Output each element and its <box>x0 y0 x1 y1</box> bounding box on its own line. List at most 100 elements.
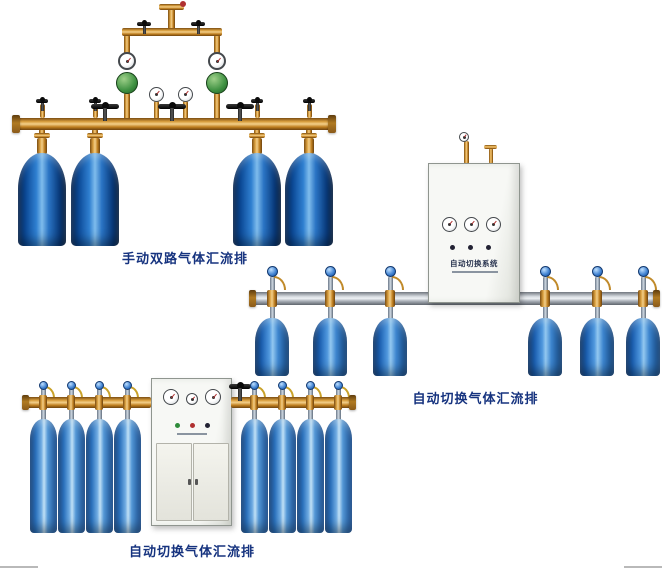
pipe-end-cap <box>249 290 256 307</box>
pipe-end-cap <box>328 115 336 133</box>
pigtail-hose <box>312 386 322 398</box>
manifold-pipe <box>231 397 352 408</box>
pipe-end-cap <box>349 395 356 410</box>
gas-cylinder <box>29 419 57 533</box>
cylinder-valve-knob <box>333 381 343 390</box>
cylinder-valve-knob <box>591 266 603 277</box>
cylinder-valve <box>249 133 265 138</box>
cabinet-door <box>156 443 192 521</box>
pigtail-hose <box>73 386 83 398</box>
gas-cylinder <box>313 318 347 376</box>
gauge-stem <box>154 101 159 119</box>
door-handle <box>195 479 198 485</box>
gas-cylinder <box>296 419 324 533</box>
gas-cylinder <box>626 318 660 376</box>
pipe-fitting <box>638 290 648 307</box>
cylinder-valve-stem <box>254 104 260 118</box>
gauge-stem <box>183 101 188 119</box>
gas-cylinder <box>268 419 296 533</box>
valve-handwheel <box>137 20 151 34</box>
pressure-gauge <box>118 52 136 70</box>
cylinder-valve <box>87 133 103 138</box>
cylinder-valve-knob <box>94 381 104 390</box>
cylinder-valve-knob <box>277 381 287 390</box>
pigtail-hose <box>599 276 611 290</box>
gas-cylinder <box>71 153 119 246</box>
cabinet-label: 自动切换系统 <box>450 259 498 268</box>
pipe-fitting <box>592 290 602 307</box>
pigtail-hose <box>645 276 657 290</box>
pigtail-hose <box>332 276 344 290</box>
cylinder-valve-knob <box>266 266 278 277</box>
pressure-gauge <box>178 87 193 102</box>
right-riser-pipe <box>214 35 220 67</box>
pipe-fitting <box>250 395 258 410</box>
gas-regulator <box>116 72 138 94</box>
gas-cylinder <box>113 419 141 533</box>
pigtail-hose <box>340 386 350 398</box>
cylinder-valve-knob <box>384 266 396 277</box>
gas-cylinder <box>580 318 614 376</box>
pipe-fitting <box>123 395 131 410</box>
shutoff-handwheel <box>91 102 119 121</box>
pigtail-hose <box>101 386 111 398</box>
pipe-fitting <box>67 395 75 410</box>
shutoff-handwheel <box>229 382 251 401</box>
pipe-fitting <box>306 395 314 410</box>
pressure-gauge <box>459 132 469 142</box>
pipe-fitting <box>325 290 335 307</box>
indicator-light <box>175 423 180 428</box>
cylinder-valve <box>34 133 50 138</box>
indicator-light <box>190 423 195 428</box>
gas-cylinder <box>373 318 407 376</box>
control-cabinet: 自动切换系统 <box>428 163 520 303</box>
manifold-pipe <box>25 397 151 408</box>
indicator-light <box>468 245 473 250</box>
cylinder-neck <box>37 138 47 154</box>
shutoff-handwheel <box>158 102 186 121</box>
cylinder-neck <box>304 138 314 154</box>
pipe-end-cap <box>12 115 20 133</box>
pipe-fitting <box>334 395 342 410</box>
cabinet-inlet-pipe <box>489 148 493 164</box>
cabinet-sublabel-line <box>177 433 207 435</box>
pigtail-hose <box>45 386 55 398</box>
cylinder-valve-knob <box>637 266 649 277</box>
indicator-light <box>205 423 210 428</box>
cylinder-valve-stem <box>92 104 98 118</box>
top-valve-knob <box>180 1 186 7</box>
cabinet-sublabel-line <box>452 271 498 273</box>
gas-cylinder <box>324 419 352 533</box>
pigtail-hose <box>284 386 294 398</box>
caption-auto-switch-manifold-2: 自动切换气体汇流排 <box>128 544 255 559</box>
table-border-fragment <box>624 566 662 568</box>
caption-auto-switch-manifold: 自动切换气体汇流排 <box>412 391 539 406</box>
pigtail-hose <box>256 386 266 398</box>
pressure-gauge <box>149 87 164 102</box>
regulator-drop-pipe <box>214 93 220 120</box>
gas-cylinder <box>255 318 289 376</box>
top-tee-fitting <box>159 4 184 10</box>
pigtail-hose <box>129 386 139 398</box>
cylinder-valve-knob <box>38 381 48 390</box>
pigtail-hose <box>274 276 286 290</box>
main-header-pipe <box>15 118 333 130</box>
cylinder-valve-stem <box>39 104 45 118</box>
valve-handwheel <box>251 97 263 111</box>
door-handle <box>188 479 191 485</box>
cylinder-valve-stem <box>306 104 312 118</box>
cylinder-neck <box>252 138 262 154</box>
top-riser-pipe <box>168 8 175 30</box>
pressure-gauge <box>486 217 501 232</box>
caption-manual-dual-manifold: 手动双路气体汇流排 <box>121 251 248 266</box>
table-border-fragment <box>0 566 38 568</box>
gas-cylinder <box>85 419 113 533</box>
cylinder-valve-knob <box>249 381 259 390</box>
control-cabinet <box>151 378 232 526</box>
pressure-gauge <box>186 393 198 405</box>
pigtail-hose <box>547 276 559 290</box>
gas-cylinder <box>285 153 333 246</box>
pressure-gauge <box>163 389 179 405</box>
pipe-tee-fitting <box>484 145 497 149</box>
pipe-fitting <box>95 395 103 410</box>
